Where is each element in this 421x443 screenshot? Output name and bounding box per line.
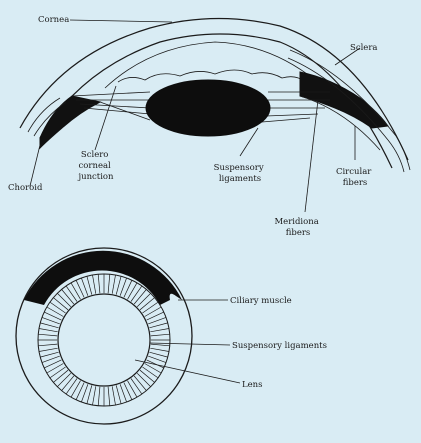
choroid-left — [40, 96, 100, 148]
label-suspensory-ligaments-side: Suspensory ligaments — [214, 163, 267, 184]
leader-choroid — [30, 145, 40, 186]
label-choroid: Choroid — [8, 183, 43, 193]
label-sclera: Sclera — [350, 43, 377, 53]
leader-suspensory-side — [240, 128, 258, 156]
leader-cornea — [70, 20, 172, 22]
label-suspensory-ligaments-front: Suspensory ligaments — [232, 341, 327, 351]
label-circular-fibers: Circular fibers — [336, 167, 374, 188]
leader-sclero-corneal — [95, 86, 116, 150]
side-view: Cornea Sclera Choroid Sclero corneal jun… — [8, 15, 410, 238]
lens-front — [58, 294, 150, 386]
sclera-line-5 — [388, 140, 404, 172]
label-ciliary-muscle: Ciliary muscle — [230, 296, 292, 306]
label-sclero-corneal-junction: Sclero corneal junction — [77, 150, 114, 182]
sclera-line-4 — [396, 136, 410, 170]
leader-meridional — [305, 100, 318, 212]
front-view: Ciliary muscle Suspensory ligaments Lens — [16, 248, 327, 424]
label-lens: Lens — [242, 380, 263, 390]
label-cornea: Cornea — [38, 15, 69, 25]
label-meridional-fibers: Meridiona fibers — [274, 217, 321, 238]
lens-side — [146, 80, 270, 136]
